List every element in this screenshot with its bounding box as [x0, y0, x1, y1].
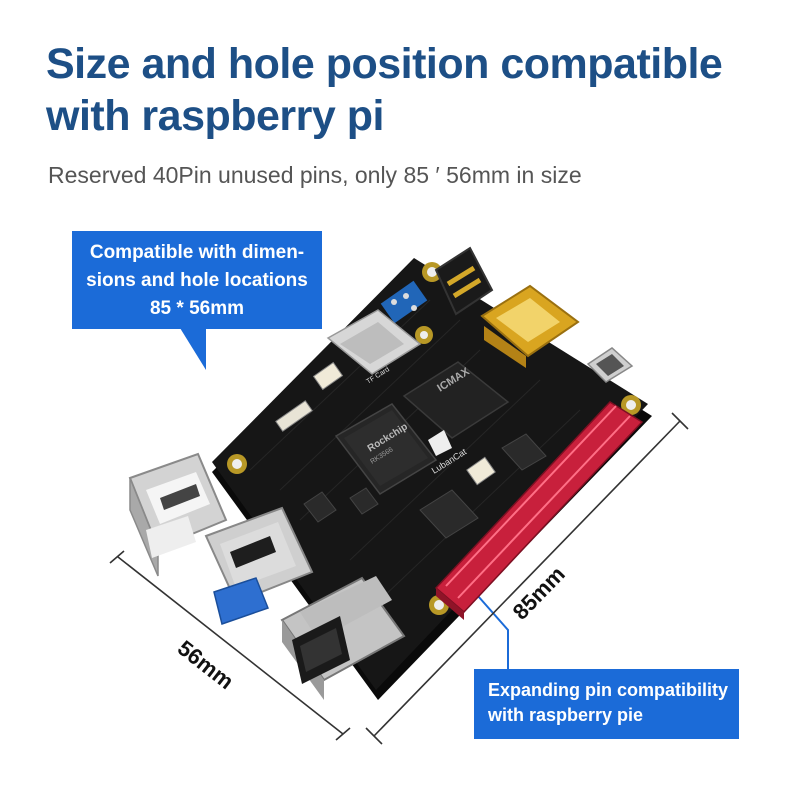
callout-pins-leader	[477, 595, 509, 669]
title-line-2: with raspberry pi	[46, 92, 384, 140]
callout-dimensions: Compatible with dimen- sions and hole lo…	[72, 231, 322, 329]
board-pcb	[212, 258, 648, 690]
callout-dimensions-line-1: Compatible with dimen-	[89, 242, 305, 263]
sd-card-slot: TF Card	[326, 309, 422, 386]
dimension-width	[109, 550, 351, 741]
memory-chip: ICMAX	[402, 361, 510, 439]
dimension-length	[365, 412, 689, 745]
usb-c-port	[586, 347, 634, 383]
subtitle: Reserved 40Pin unused pins, only 85 ′ 56…	[48, 162, 582, 188]
audio-jack	[434, 246, 494, 316]
gpio-header	[434, 401, 644, 620]
small-ics	[303, 433, 547, 539]
callout-dimensions-tail	[180, 328, 206, 370]
mounting-holes	[227, 262, 641, 615]
page-title: Size and hole position compatible with r…	[46, 38, 786, 142]
white-connectors	[275, 361, 496, 486]
callout-pins-line-1: Expanding pin compatibility	[488, 680, 729, 700]
dimension-length-label: 85mm	[508, 561, 570, 624]
ethernet-port	[280, 576, 406, 700]
gpio-pin-rows	[445, 405, 631, 599]
usb3-port	[204, 506, 314, 625]
title-line-1: Size and hole position compatible	[46, 40, 723, 88]
callout-dimensions-line-2: sions and hole locations	[86, 270, 308, 291]
jumper-block	[380, 280, 428, 324]
soc-chip: Rockchip RK3566	[334, 403, 438, 495]
callout-pins-line-2: with raspberry pie	[488, 705, 644, 725]
usb-a-stack	[128, 452, 228, 577]
hdmi-port	[480, 284, 580, 368]
callout-dimensions-line-3: 85 * 56mm	[149, 298, 244, 319]
callout-pins: Expanding pin compatibility with raspber…	[474, 669, 739, 739]
